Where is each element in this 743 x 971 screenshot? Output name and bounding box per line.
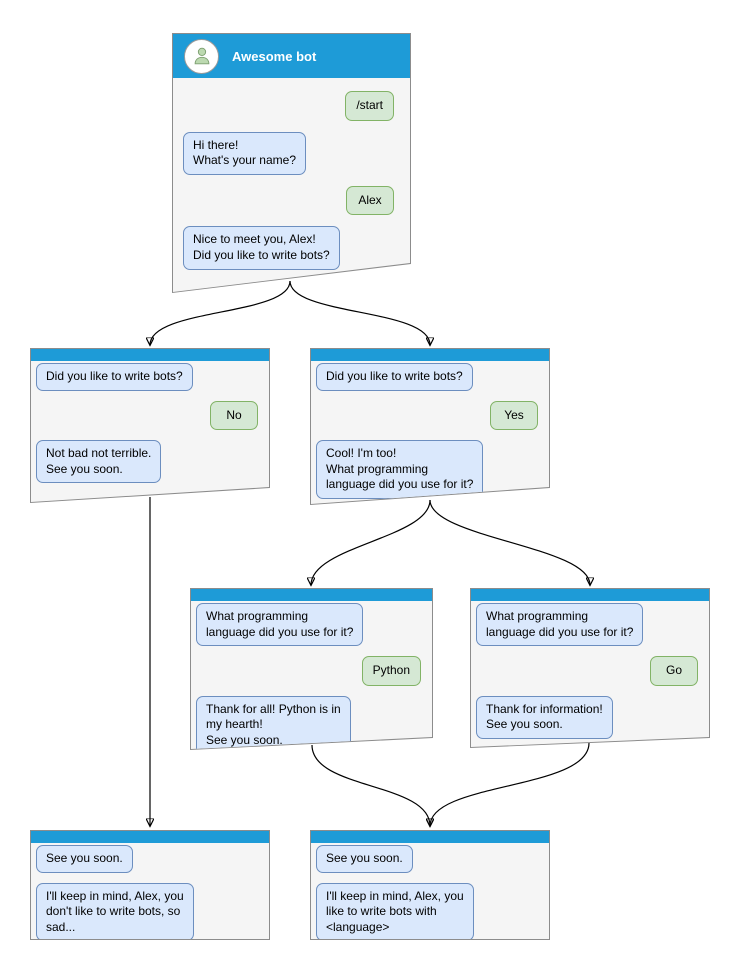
bot-message-bubble: I'll keep in mind, Alex, you like to wri… <box>316 882 474 939</box>
message-list: See you soon. I'll keep in mind, Alex, y… <box>311 843 549 939</box>
chat-window-branch-no: Did you like to write bots? No Not bad n… <box>30 348 270 503</box>
message-list: What programming language did you use fo… <box>471 601 709 747</box>
connector-go-to-end <box>430 742 590 826</box>
window-title-bar: Awesome bot <box>173 34 410 78</box>
bot-message-bubble: Did you like to write bots? <box>36 363 193 391</box>
message-list: Did you like to write bots? Yes Cool! I'… <box>311 361 549 507</box>
connector-yes-to-go <box>429 499 590 585</box>
connector-main-to-yes <box>289 280 430 345</box>
window-title-bar <box>471 589 709 601</box>
bot-message-bubble: What programming language did you use fo… <box>476 603 643 646</box>
window-title-bar <box>311 349 549 361</box>
chat-window-branch-python: What programming language did you use fo… <box>190 588 433 750</box>
message-list: What programming language did you use fo… <box>191 601 432 763</box>
message-list: See you soon. I'll keep in mind, Alex, y… <box>31 843 269 939</box>
window-title-bar <box>31 831 269 843</box>
bot-message-bubble: Hi there! What's your name? <box>183 132 306 175</box>
chat-window-branch-yes: Did you like to write bots? Yes Cool! I'… <box>310 348 550 505</box>
bot-message-bubble: Nice to meet you, Alex! Did you like to … <box>183 226 340 269</box>
user-message-bubble: Python <box>362 656 421 686</box>
user-message-bubble: /start <box>345 91 394 121</box>
bot-message-bubble: See you soon. <box>316 845 413 873</box>
bot-message-bubble: Thank for all! Python is in my hearth! S… <box>196 696 351 755</box>
connector-python-to-end <box>311 744 430 826</box>
user-message-bubble: No <box>210 401 258 431</box>
chat-window-end-no: See you soon. I'll keep in mind, Alex, y… <box>30 830 270 940</box>
user-message-bubble: Yes <box>490 401 538 431</box>
connector-main-to-no <box>150 280 291 345</box>
user-message-bubble: Go <box>650 656 698 686</box>
message-list: Did you like to write bots? No Not bad n… <box>31 361 269 502</box>
bot-message-bubble: I'll keep in mind, Alex, you don't like … <box>36 882 194 939</box>
bot-message-bubble: Not bad not terrible. See you soon. <box>36 440 161 483</box>
user-message-bubble: Alex <box>346 186 394 216</box>
window-title-bar <box>31 349 269 361</box>
window-title-bar <box>191 589 432 601</box>
chat-window-end-yes: See you soon. I'll keep in mind, Alex, y… <box>310 830 550 940</box>
chat-window-branch-go: What programming language did you use fo… <box>470 588 710 748</box>
bot-message-bubble: Did you like to write bots? <box>316 363 473 391</box>
bot-message-bubble: What programming language did you use fo… <box>196 603 363 646</box>
bot-message-bubble: Thank for information! See you soon. <box>476 696 613 739</box>
window-title: Awesome bot <box>232 48 317 64</box>
window-title-bar <box>311 831 549 843</box>
bot-message-bubble: Cool! I'm too! What programming language… <box>316 440 483 499</box>
connector-yes-to-python <box>311 499 431 585</box>
bot-avatar <box>184 39 219 74</box>
message-list: /start Hi there! What's your name? Alex … <box>173 78 410 292</box>
chat-window-main: Awesome bot /start Hi there! What's your… <box>172 33 411 293</box>
bot-message-bubble: See you soon. <box>36 845 133 873</box>
person-icon <box>191 45 213 67</box>
